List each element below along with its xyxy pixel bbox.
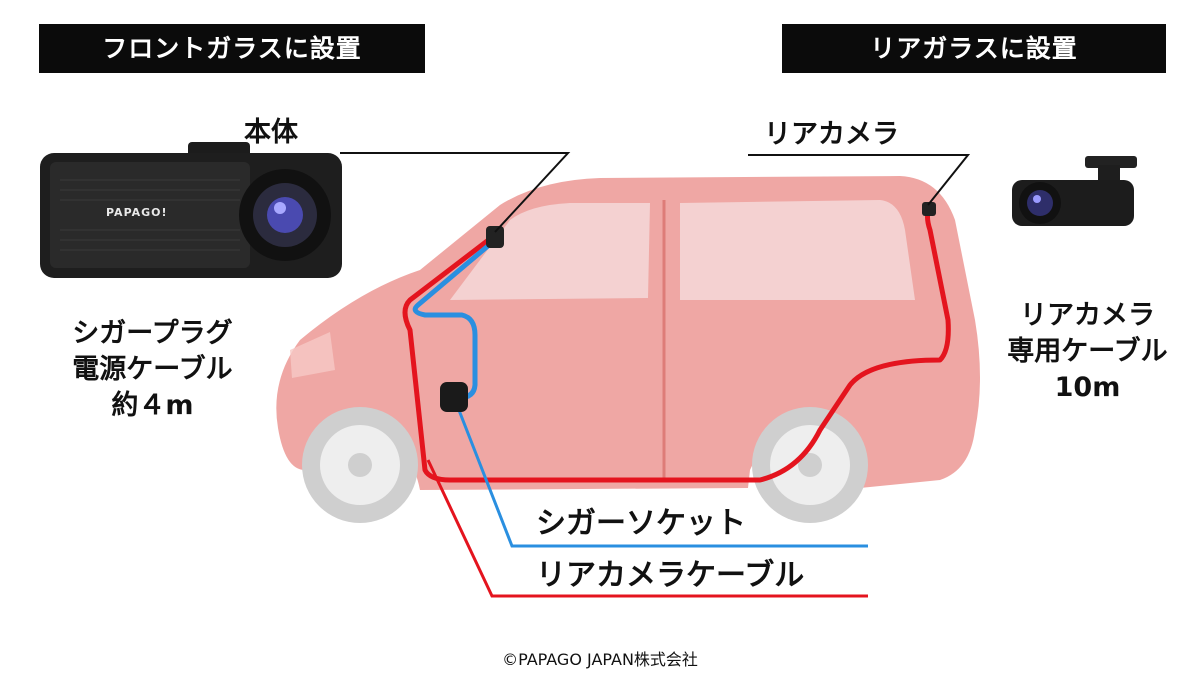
cigarette-cable-line1: シガープラグ [72, 318, 233, 349]
rear-wheel [752, 407, 868, 523]
rear-camera-cable-callout: リアカメラケーブル [536, 558, 805, 593]
rear-camera-label: リアカメラ [764, 119, 899, 150]
rear-window [680, 200, 915, 300]
socket-leader [453, 399, 868, 548]
rear-camera-leader [748, 154, 971, 206]
rear-glass-banner: リアガラスに設置 [782, 24, 1166, 73]
rear-camera-cable-description: リアカメラ 専用ケーブル 10m [985, 298, 1190, 406]
device-brand-label: PAPAGO! [106, 206, 168, 219]
rear-cable-line1: リアカメラ [1020, 300, 1155, 331]
car-illustration [276, 176, 980, 523]
rear-camera-cable-route [402, 205, 951, 483]
dashcam-main-unit [40, 142, 342, 278]
cigarette-socket-callout: シガーソケット [536, 506, 746, 541]
rear-camera-device [1012, 156, 1137, 226]
cigarette-socket-icon [440, 382, 468, 412]
cigarette-cable-length: 約４m [111, 390, 194, 421]
front-wheel [302, 407, 418, 523]
rear-cable-length: 10m [1054, 372, 1121, 403]
cigarette-cable-description: シガープラグ 電源ケーブル 約４m [50, 316, 255, 424]
rear-cable-leader [426, 459, 868, 598]
cigarette-cable-route [412, 237, 498, 401]
copyright-notice: ©PAPAGO JAPAN株式会社 [502, 650, 698, 669]
main-unit-leader [340, 152, 571, 233]
rear-camera-mounted-icon [922, 202, 936, 216]
main-unit-label: 本体 [244, 117, 298, 148]
main-unit-mounted-icon [486, 226, 504, 248]
front-window [450, 203, 650, 300]
front-glass-banner: フロントガラスに設置 [39, 24, 425, 73]
rear-cable-line2: 専用ケーブル [1007, 336, 1168, 367]
cigarette-cable-line2: 電源ケーブル [72, 354, 233, 385]
